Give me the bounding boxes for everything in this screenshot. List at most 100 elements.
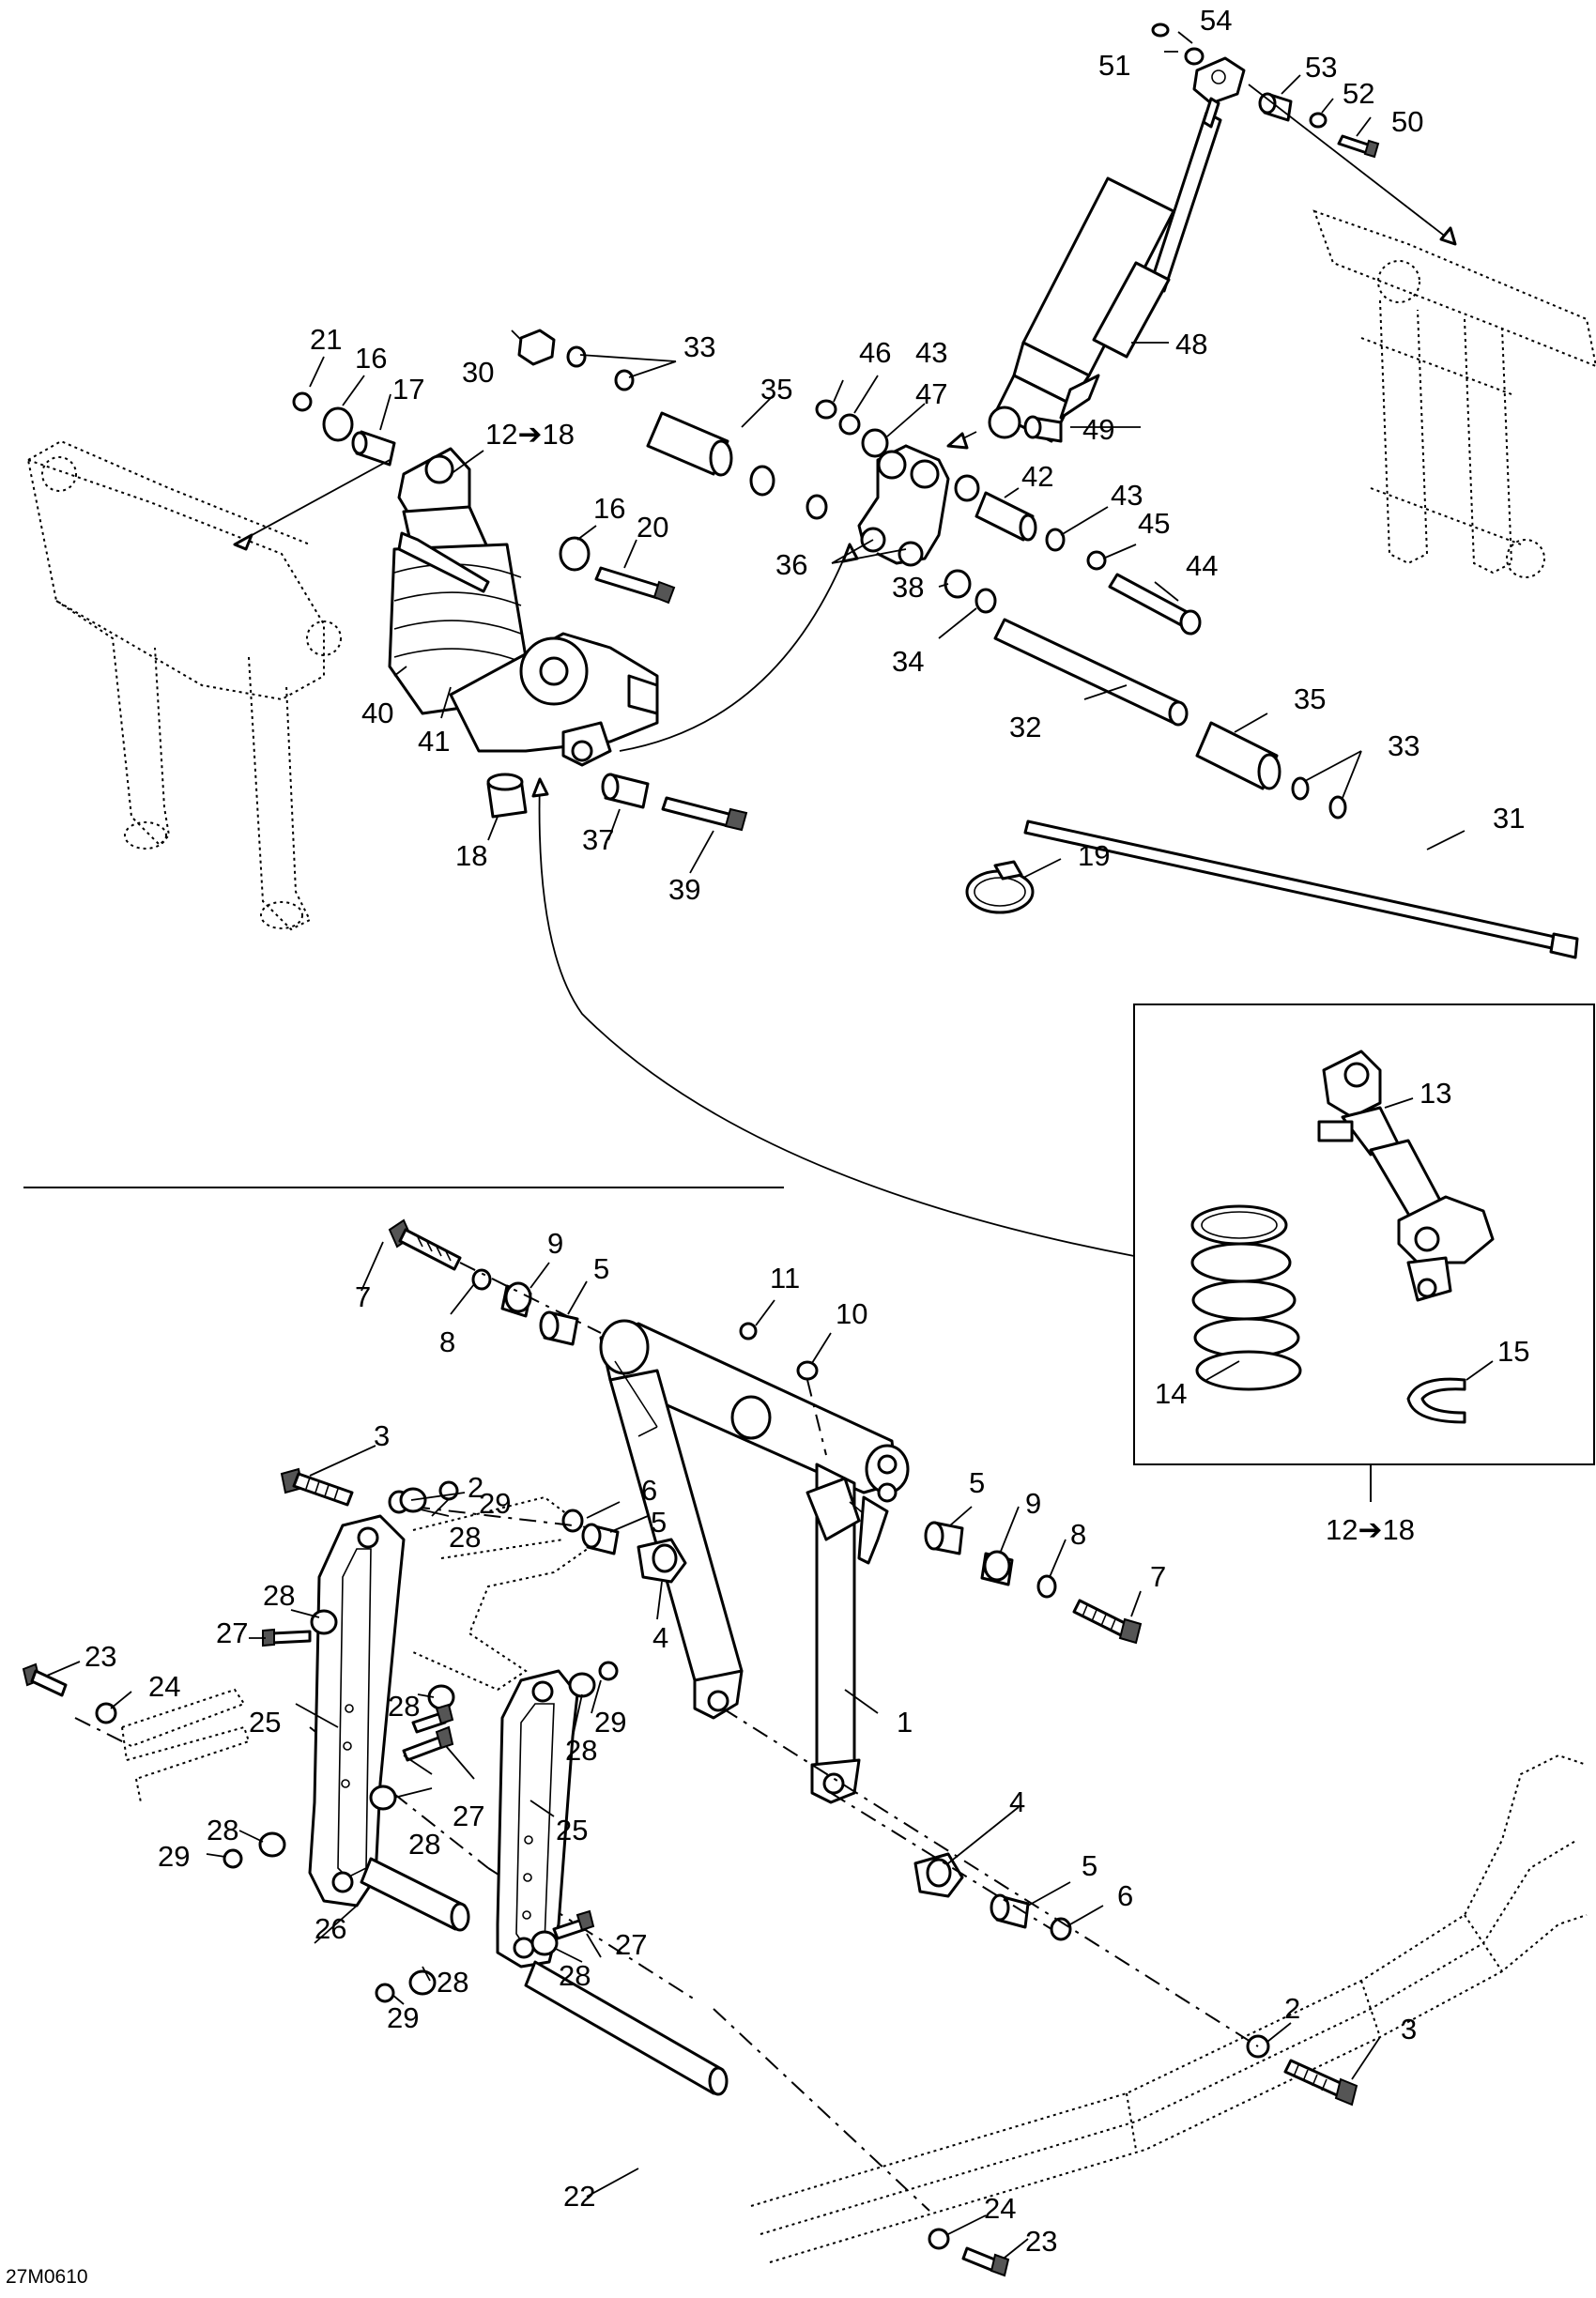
bolt-27-c [552, 1909, 595, 1940]
washer-6-a [561, 1509, 584, 1533]
ghost-rail-front-left [121, 1688, 251, 1803]
washer-52 [1309, 112, 1327, 129]
retaining-clip-15 [1406, 1377, 1466, 1424]
callout-30: 30 [462, 356, 494, 389]
callout-27-b: 27 [453, 1800, 484, 1832]
callout-47: 47 [915, 377, 947, 410]
callout-38: 38 [892, 571, 924, 604]
leader-lines-inset [1205, 1097, 1494, 1381]
callout-10: 10 [836, 1297, 867, 1330]
nut-29-b [223, 1848, 243, 1869]
washer-45 [1086, 550, 1107, 571]
nut-29-d [375, 1983, 395, 2003]
bushing-16-b [559, 536, 591, 572]
callout-18: 18 [455, 839, 487, 872]
callout-16-b: 16 [593, 492, 625, 525]
nut-11 [739, 1322, 758, 1340]
spacer-5-a [539, 1310, 579, 1346]
callout-8-b: 8 [1070, 1518, 1086, 1551]
coil-over-shock [388, 447, 659, 767]
bolt-7-b [1072, 1599, 1143, 1645]
bolt-27-a [262, 1628, 312, 1647]
leader-lines-lower [46, 1241, 1381, 2259]
washer-33-right-b [1328, 795, 1347, 820]
callout-13: 13 [1420, 1077, 1451, 1110]
inset-box [1133, 1003, 1595, 1502]
callout-25-b: 25 [556, 1814, 588, 1846]
bushing-4-a [637, 1538, 687, 1584]
callout-24-a: 24 [148, 1670, 180, 1703]
ghost-frame-left [26, 439, 342, 931]
callout-22: 22 [563, 2180, 595, 2213]
nut-29-a [438, 1480, 459, 1501]
callout-36: 36 [775, 548, 807, 581]
callout-45: 45 [1138, 507, 1170, 540]
bolt-39 [661, 796, 748, 832]
bolt-20 [594, 566, 676, 605]
arrow-shock48-to-frame [1248, 84, 1456, 245]
callout-8-a: 8 [439, 1325, 455, 1358]
callout-39: 39 [668, 873, 700, 906]
bolt-3-a [280, 1467, 354, 1507]
callout-35-b: 35 [1294, 682, 1326, 715]
leader-lines-upper [309, 31, 1466, 879]
callout-15: 15 [1497, 1335, 1529, 1368]
bolt-23-a [22, 1662, 68, 1697]
washer-33-left-b [614, 369, 635, 391]
washer-8-b [1036, 1574, 1057, 1599]
arrow-shock-to-frame [234, 459, 391, 545]
bolt-27-b [402, 1725, 454, 1762]
callout-49: 49 [1082, 413, 1114, 446]
arrowhead-5 [946, 432, 969, 450]
callout-11: 11 [770, 1262, 800, 1295]
callout-28-h: 28 [437, 1966, 468, 1999]
callout-4-b: 4 [1009, 1785, 1025, 1818]
callout-9-b: 9 [1025, 1487, 1041, 1520]
rocker-arm-36 [857, 444, 950, 567]
spacer-5-d [990, 1893, 1030, 1929]
washer-24-b [928, 2228, 950, 2250]
bolt-44 [1108, 573, 1202, 636]
callout-52: 52 [1343, 77, 1374, 110]
nut-51 [1151, 23, 1170, 38]
callout-50: 50 [1391, 105, 1423, 138]
bushing-49 [1023, 415, 1063, 443]
bushing-38 [944, 569, 972, 599]
bushing-9-b [980, 1550, 1014, 1586]
callout-7-b: 7 [1150, 1560, 1166, 1593]
callout-34: 34 [892, 645, 924, 678]
washer-54 [1184, 47, 1205, 66]
washer-10 [796, 1360, 819, 1381]
washer-33-mid [806, 494, 828, 520]
link-25-right [496, 1669, 579, 1969]
callout-29-b: 29 [594, 1706, 626, 1739]
callout-3-a: 3 [374, 1419, 390, 1452]
callout-28-e: 28 [207, 1814, 238, 1846]
callout-27-a: 27 [216, 1616, 248, 1649]
bolt-3-b [1283, 2059, 1358, 2106]
spacer-17 [351, 430, 396, 467]
ghost-track-rail [750, 1754, 1588, 2263]
washer-28-a [310, 1609, 338, 1635]
callout-4-a: 4 [652, 1621, 668, 1654]
callout-43-b: 43 [1111, 479, 1143, 512]
callout-5-d: 5 [1082, 1849, 1097, 1882]
callout-44: 44 [1186, 549, 1218, 582]
callout-5-b: 5 [969, 1466, 985, 1499]
washer-33-right-a [1291, 776, 1310, 801]
callout-28-a: 28 [263, 1579, 295, 1612]
callout-53: 53 [1305, 51, 1337, 84]
washer-35-ring [749, 465, 775, 497]
sleeve-26 [360, 1857, 470, 1932]
hose-clamp-19 [965, 860, 1035, 914]
callout-31: 31 [1493, 802, 1525, 835]
shock-absorber-48 [988, 56, 1246, 443]
washer-28-g [530, 1930, 559, 1956]
callout-28-f: 28 [408, 1828, 440, 1861]
nut-46 [815, 399, 837, 420]
arrow-inset-to-shock [538, 778, 1135, 1257]
nut-29-c [598, 1661, 619, 1681]
callout-28-b: 28 [449, 1521, 481, 1554]
bolt-50 [1337, 134, 1380, 159]
